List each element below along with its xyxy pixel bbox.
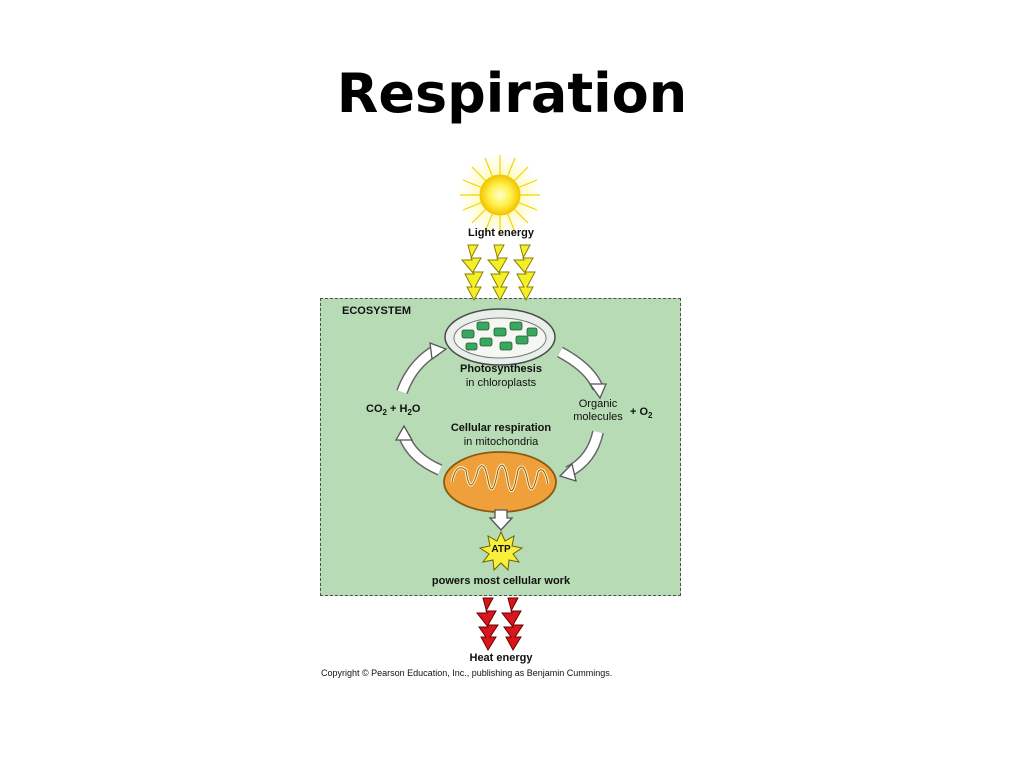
atp-burst-icon <box>478 530 524 572</box>
co2-subscript: 2 <box>382 408 387 418</box>
atp-caption: powers most cellular work <box>431 575 571 587</box>
photosynthesis-label: Photosynthesis <box>460 363 542 375</box>
heat-energy-bolts <box>475 597 524 652</box>
atp-label: ATP <box>491 544 511 555</box>
slide-title: Respiration <box>336 62 688 125</box>
light-energy-label: Light energy <box>467 227 534 239</box>
atp-down-arrow <box>488 509 514 531</box>
copyright-text: Copyright © Pearson Education, Inc., pub… <box>321 668 613 678</box>
plus-o-text: + O <box>630 406 649 418</box>
photosynthesis-sublabel: in chloroplasts <box>465 377 537 389</box>
plus-o2-label: + O2 <box>630 406 653 420</box>
organic-molecules-label: Organic molecules <box>563 398 633 424</box>
co2-text: CO <box>366 403 383 415</box>
plus-h-text: + H <box>386 403 408 415</box>
organic-line2: molecules <box>573 411 623 423</box>
sun-icon <box>460 155 540 235</box>
heat-energy-label: Heat energy <box>469 652 533 664</box>
o-text: O <box>411 403 421 415</box>
cellular-respiration-sublabel: in mitochondria <box>463 436 539 448</box>
co2-h2o-label: CO2 + H2O <box>366 403 420 417</box>
light-energy-bolts <box>460 244 536 302</box>
organic-line1: Organic <box>578 398 618 410</box>
cellular-respiration-label: Cellular respiration <box>450 422 552 434</box>
h2o-subscript: 2 <box>407 408 412 418</box>
ecosystem-label: ECOSYSTEM <box>342 305 412 317</box>
o2-subscript: 2 <box>648 411 653 421</box>
cycle-arrowheads <box>394 342 607 482</box>
chloroplast-icon <box>444 308 556 366</box>
mitochondrion-icon <box>443 451 557 513</box>
